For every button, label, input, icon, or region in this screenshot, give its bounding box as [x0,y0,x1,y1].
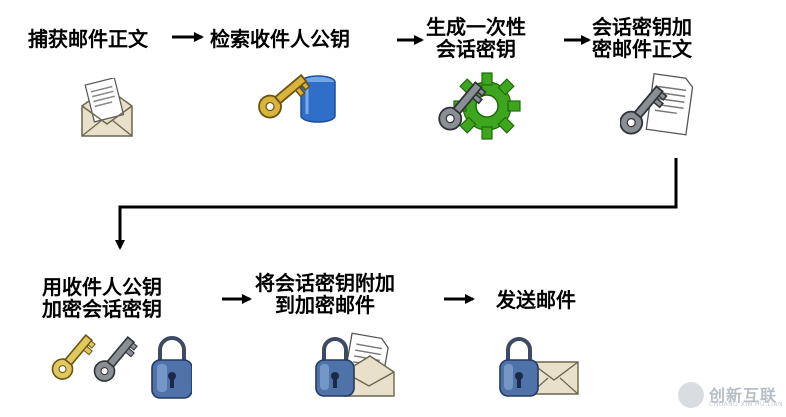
key-document-icon [620,73,694,136]
step-5-label: 用收件人公钥加密会话密钥 [42,275,162,321]
envelope-letter-icon [81,78,133,137]
connector-line [115,158,678,250]
step-7-label: 发送邮件 [496,288,576,312]
lock-letter-icon [315,332,395,397]
watermark-sub: CHUANG XIN HU LIAN [709,401,784,408]
lock-envelope-icon [499,337,579,397]
step-4-label: 会话密钥加密邮件正文 [592,15,692,61]
watermark: 创新互联 CHUANG XIN HU LIAN [678,379,783,413]
key-gear-icon [438,72,521,140]
step-6-label: 将会话密钥附加到加密邮件 [255,271,395,317]
watermark-logo-icon [678,382,704,408]
key-database-icon [258,73,336,123]
step-1-label: 捕获邮件正文 [28,27,148,51]
keys-lock-icon [51,333,192,399]
watermark-brand: 创新互联 [709,386,778,405]
step-2-label: 检索收件人公钥 [210,27,350,51]
step-3-label: 生成一次性会话密钥 [426,15,526,61]
